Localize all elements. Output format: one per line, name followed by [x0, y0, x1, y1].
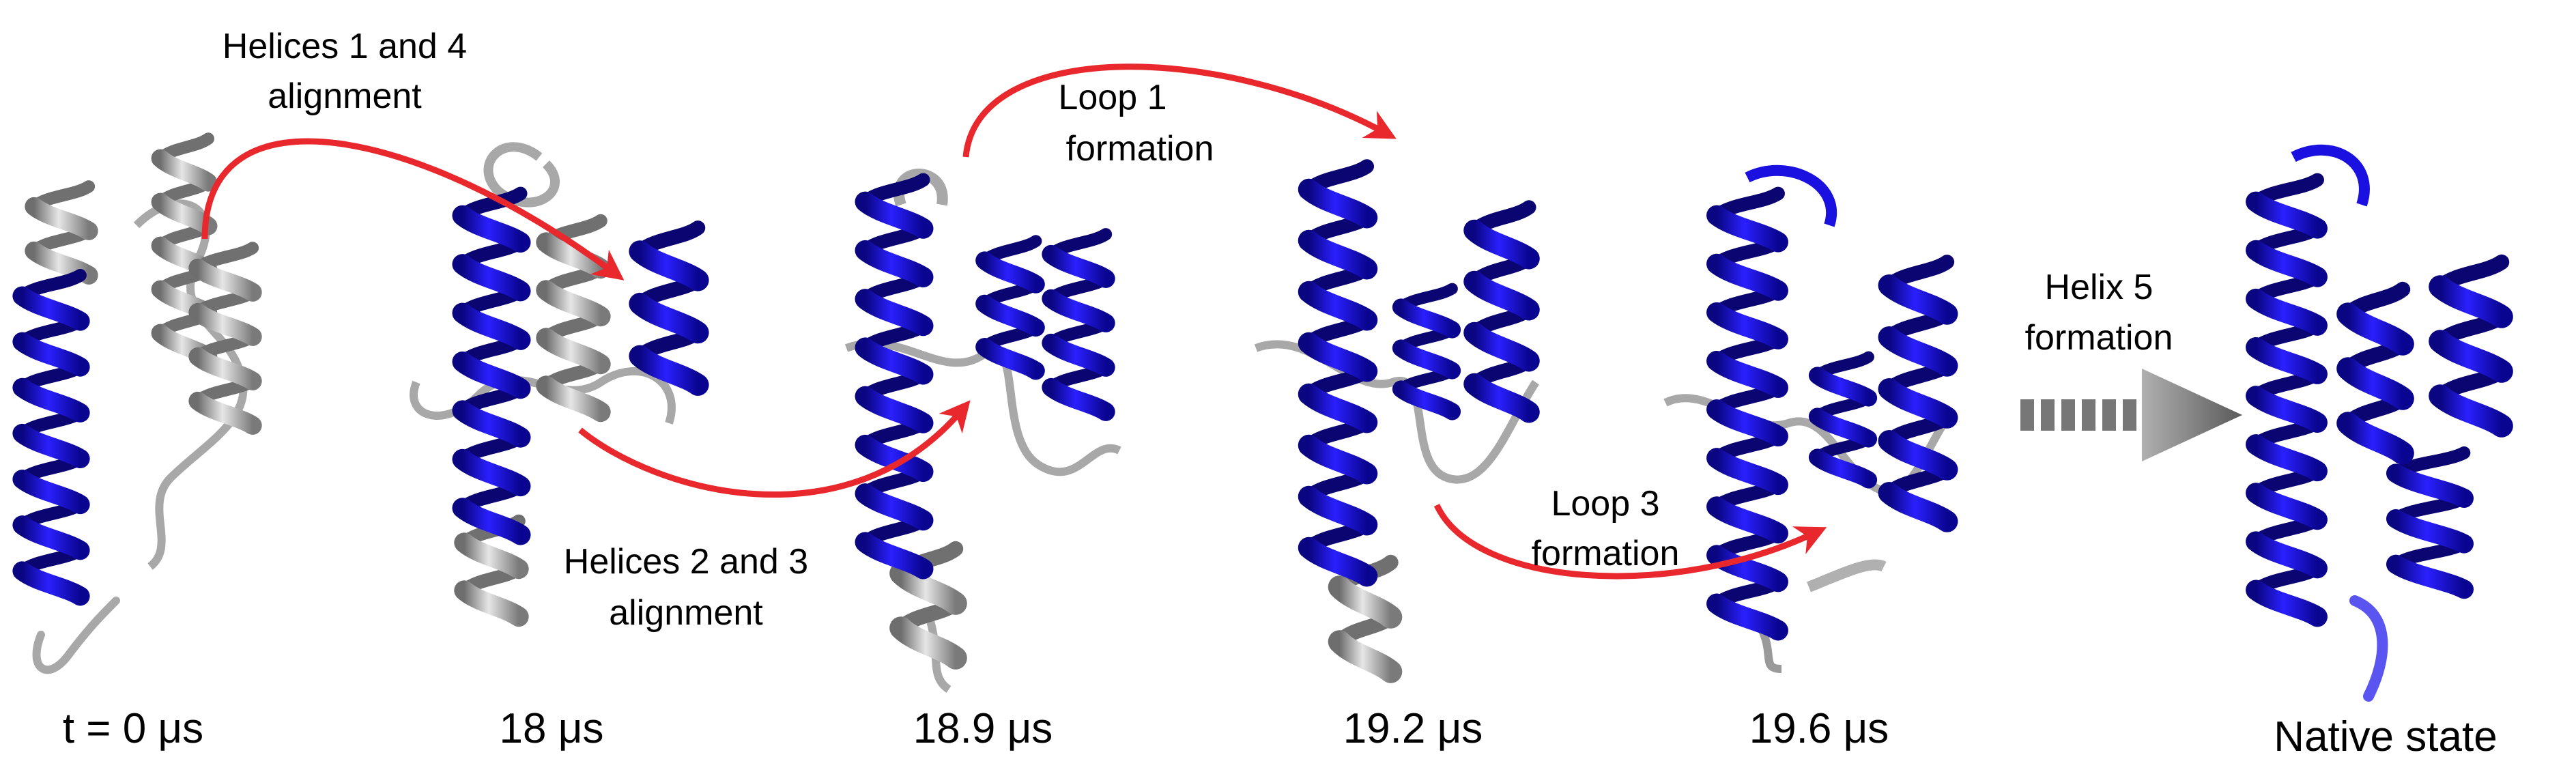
- transition-label-2-line1: Helices 2 and 3: [564, 542, 808, 582]
- transition-label-5-line1: Helix 5: [2045, 268, 2153, 307]
- blue-helix-native-c: [2386, 446, 2474, 599]
- blue-helix-stage-1: [12, 268, 90, 606]
- blue-helix-stage-3b: [1042, 228, 1115, 421]
- transition-label-4-line1: Loop 3: [1551, 484, 1659, 524]
- blue-helix-native-d: [2336, 281, 2414, 465]
- structure-stage-2: [410, 142, 709, 627]
- gray-helix-stage-3: [889, 541, 967, 670]
- blue-helix-stage-5b: [1878, 255, 1958, 532]
- blue-helix-stage-3c: [975, 235, 1045, 380]
- structure-stage-1: [12, 132, 262, 674]
- time-label-stage-3: 18.9 μs: [913, 705, 1053, 752]
- time-label-stage-1: t = 0 μs: [63, 705, 203, 752]
- transition-label-1-line1: Helices 1 and 4: [223, 27, 467, 66]
- time-label-native-state: Native state: [2274, 713, 2497, 760]
- transition-label-1-line2: alignment: [268, 76, 422, 116]
- blue-helix-stage-4a: [1298, 159, 1378, 587]
- arrow-loop-3: [1433, 504, 1827, 580]
- blue-helix-native-b: [2429, 254, 2513, 438]
- structure-native-state: [2246, 144, 2513, 702]
- structure-stage-4: [1254, 159, 1540, 683]
- transition-label-3-line1: Loop 1: [1058, 78, 1167, 117]
- time-label-stage-4: 19.2 μs: [1343, 705, 1483, 752]
- blue-helix-stage-5a: [1706, 186, 1788, 641]
- transition-label-3-line2: formation: [1066, 129, 1214, 169]
- structure-stage-5: [1663, 165, 1958, 673]
- transition-label-5-line2: formation: [2025, 318, 2173, 358]
- gray-helix-stage-1b: [188, 242, 262, 435]
- transition-label-4-line2: formation: [1532, 534, 1680, 573]
- blue-helix-stage-3a: [855, 173, 934, 580]
- blue-helix-stage-2a: [452, 186, 531, 545]
- arrow-helices-1-4: [201, 138, 625, 281]
- gray-helix-stage-1c: [25, 180, 98, 285]
- time-label-stage-5: 19.6 μs: [1749, 705, 1889, 752]
- helix-5-formation-arrow: [2020, 369, 2242, 461]
- blue-helix-native-a: [2246, 173, 2328, 627]
- arrow-helices-2-3: [578, 400, 971, 498]
- blue-helix-stage-2b: [629, 220, 709, 396]
- blue-helix-stage-4c: [1392, 283, 1461, 420]
- blue-helix-stage-5c: [1808, 351, 1878, 489]
- blue-helix-stage-4b: [1463, 200, 1540, 423]
- arrow-loop-1: [962, 63, 1397, 158]
- transition-label-2-line2: alignment: [609, 593, 763, 633]
- structure-stage-3: [844, 169, 1121, 693]
- time-label-stage-2: 18 μs: [500, 705, 604, 752]
